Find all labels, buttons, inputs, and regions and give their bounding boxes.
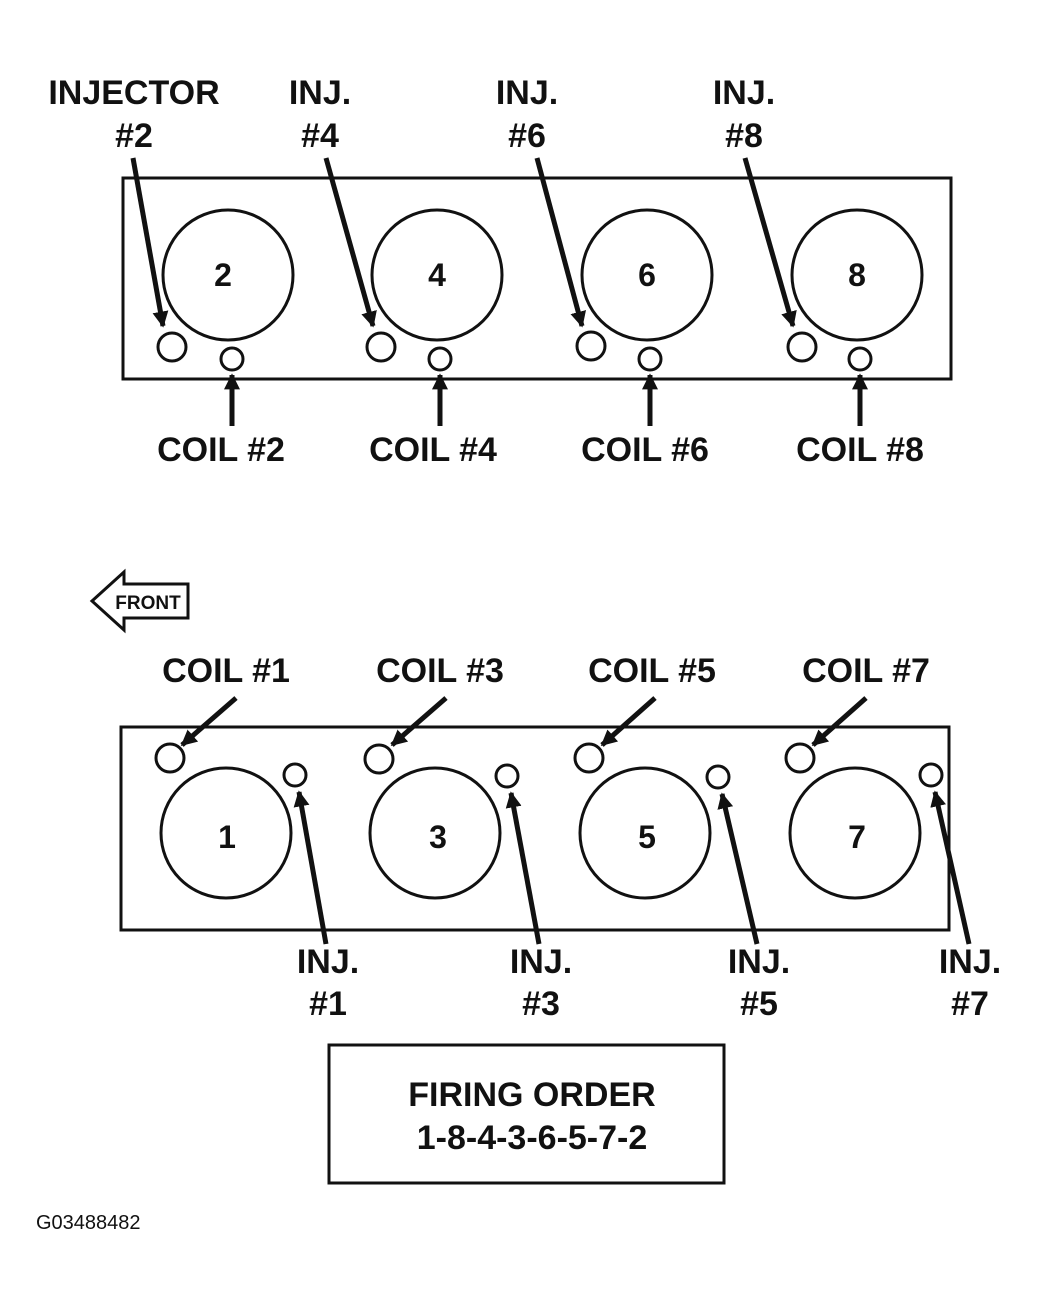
cylinder-1-bore	[159, 766, 293, 900]
injector-6-label-line2: #6	[508, 117, 546, 155]
injector-3-label-line1: INJ.	[510, 943, 572, 981]
injector-2-port	[156, 331, 188, 363]
injector-4-label-line2: #4	[301, 117, 339, 155]
injector-4-arrow	[323, 157, 377, 328]
bottom-bank-outline	[119, 725, 951, 932]
cylinder-number: 2	[214, 257, 232, 293]
injector-1-label-line2: #1	[309, 985, 347, 1023]
injector-6-arrow	[534, 157, 587, 328]
cylinder-number: 6	[638, 257, 656, 293]
injector-5-label-line1: INJ.	[728, 943, 790, 981]
figure-code: G03488482	[36, 1212, 141, 1234]
injector-7-arrow	[930, 790, 972, 945]
top-bank: 2 4 6 8 INJECTOR #2 INJ. #4 INJ. #6 INJ.…	[48, 74, 953, 469]
coil-3-port	[363, 743, 395, 775]
top-bank-outline	[121, 176, 953, 381]
coil-6-port	[637, 346, 663, 372]
cylinder-number: 7	[848, 819, 866, 855]
firing-order-title: FIRING ORDER	[408, 1076, 655, 1114]
coil-1-label: COIL #1	[162, 652, 290, 690]
injector-3-arrow	[505, 791, 542, 945]
cylinder-8-bore	[790, 208, 924, 342]
coil-3-arrow	[390, 696, 448, 747]
injector-2-arrow	[130, 157, 169, 328]
cylinder-6-bore	[580, 208, 714, 342]
firing-order-sequence: 1-8-4-3-6-5-7-2	[417, 1119, 648, 1157]
coil-5-port	[573, 742, 605, 774]
front-indicator: FRONT	[89, 568, 190, 634]
coil-5-arrow	[600, 696, 657, 747]
cylinder-2-bore	[161, 208, 295, 342]
injector-7-label-line1: INJ.	[939, 943, 1001, 981]
coil-2-label: COIL #2	[157, 431, 285, 469]
injector-8-label-line1: INJ.	[713, 74, 775, 112]
injector-4-label-line1: INJ.	[289, 74, 351, 112]
coil-4-port	[427, 346, 453, 372]
cylinder-4-bore	[370, 208, 504, 342]
cylinder-number: 5	[638, 819, 656, 855]
cylinder-number: 1	[218, 819, 236, 855]
coil-5-label: COIL #5	[588, 652, 716, 690]
front-arrow-icon	[89, 568, 190, 634]
coil-3-label: COIL #3	[376, 652, 504, 690]
injector-5-arrow	[717, 792, 760, 945]
coil-6-label: COIL #6	[581, 431, 709, 469]
cylinder-number: 8	[848, 257, 866, 293]
injector-2-label-line2: #2	[115, 117, 153, 155]
injector-8-port	[786, 331, 818, 363]
coil-2-port	[219, 346, 245, 372]
injector-1-arrow	[293, 790, 329, 945]
cylinder-3-bore	[368, 766, 502, 900]
injector-4-port	[365, 331, 397, 363]
injector-7-label-line2: #7	[951, 985, 989, 1023]
coil-8-port	[847, 346, 873, 372]
cylinder-number: 4	[428, 257, 446, 293]
injector-3-port	[494, 763, 520, 789]
injector-8-label-line2: #8	[725, 117, 763, 155]
injector-2-label-line1: INJECTOR	[48, 74, 219, 112]
injector-3-label-line2: #3	[522, 985, 560, 1023]
coil-7-arrow	[811, 696, 868, 747]
injector-5-label-line2: #5	[740, 985, 778, 1023]
bottom-bank: 1 3 5 7 COIL #1 COIL #3 COIL #5 COIL #7 …	[119, 652, 1001, 1023]
injector-8-arrow	[742, 157, 797, 328]
injector-5-port	[705, 764, 731, 790]
cylinder-5-bore	[578, 766, 712, 900]
injector-7-port	[918, 762, 944, 788]
injector-1-label-line1: INJ.	[297, 943, 359, 981]
coil-7-port	[784, 742, 816, 774]
coil-7-label: COIL #7	[802, 652, 930, 690]
coil-1-port	[154, 742, 186, 774]
cylinder-number: 3	[429, 819, 447, 855]
front-label: FRONT	[115, 593, 181, 614]
injector-1-port	[282, 762, 308, 788]
coil-8-label: COIL #8	[796, 431, 924, 469]
injector-6-port	[575, 330, 607, 362]
injector-6-label-line1: INJ.	[496, 74, 558, 112]
cylinder-7-bore	[788, 766, 922, 900]
coil-4-label: COIL #4	[369, 431, 497, 469]
coil-1-arrow	[180, 696, 238, 747]
firing-order-box: FIRING ORDER 1-8-4-3-6-5-7-2	[327, 1043, 726, 1185]
firing-order-outline	[327, 1043, 726, 1185]
